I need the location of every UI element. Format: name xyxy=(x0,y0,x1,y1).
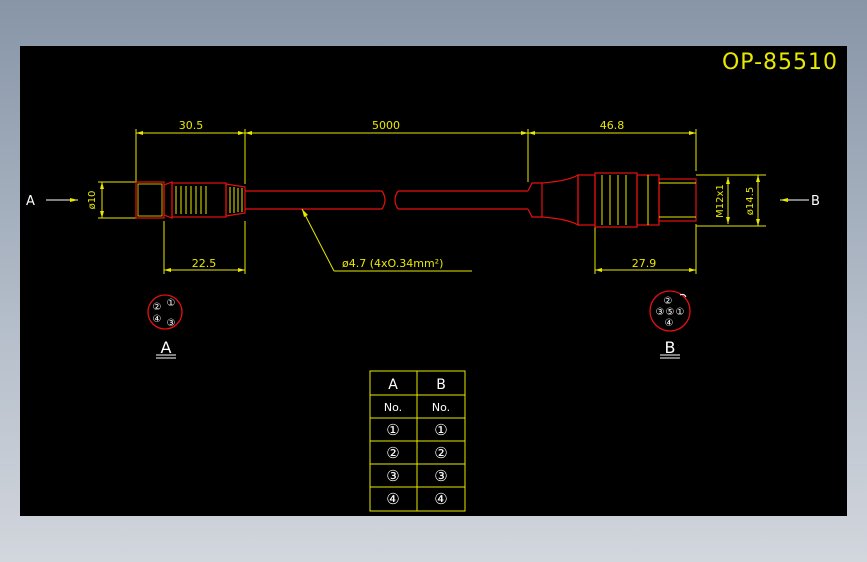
right-diameter-dims xyxy=(696,174,766,227)
table-cell: ② xyxy=(386,444,399,462)
dim-cable-length: 5000 xyxy=(372,119,400,132)
table-cell: ③ xyxy=(434,467,447,485)
pin-view-b-label: B xyxy=(665,338,676,357)
connector-a xyxy=(135,181,246,219)
table-cell: ④ xyxy=(434,490,447,508)
pin-view-a-label: A xyxy=(161,338,172,357)
dim-right-length: 46.8 xyxy=(600,119,625,132)
dim-right-diameter: ø14.5 xyxy=(745,187,756,215)
table-subheader-b: No. xyxy=(432,401,450,414)
table-header-b: B xyxy=(436,377,446,393)
dim-left-body: 22.5 xyxy=(192,257,217,270)
table-cell: ① xyxy=(434,421,447,439)
table-cell: ① xyxy=(386,421,399,439)
part-number: OP-85510 xyxy=(722,50,838,75)
pin-a-1: ① xyxy=(167,298,176,309)
pin-b-3: ③ xyxy=(656,307,665,318)
pin-b-2: ② xyxy=(664,296,673,307)
bottom-dimensions xyxy=(163,221,697,274)
cable xyxy=(245,190,528,210)
pin-view-b: ② ③ ⑤ ① ④ xyxy=(649,290,691,332)
pin-a-4: ④ xyxy=(153,314,162,325)
left-diameter-dim xyxy=(98,181,136,219)
connector-b xyxy=(527,172,697,228)
table-header-a: A xyxy=(388,377,398,393)
pin-b-4: ④ xyxy=(665,318,674,329)
cable-spec: ø4.7 (4xO.34mm²) xyxy=(342,257,443,270)
pin-a-3: ③ xyxy=(167,318,176,329)
cable-drawing: OP-85510 30.5 5000 46.8 22.5 27.9 xyxy=(26,50,838,512)
table-subheader-a: No. xyxy=(384,401,402,414)
dim-left-diameter: ø10 xyxy=(87,191,98,210)
end-label-a: A xyxy=(26,194,35,209)
pin-b-5: ⑤ xyxy=(666,307,675,318)
end-label-b: B xyxy=(811,194,820,209)
pin-view-a: ② ① ④ ③ xyxy=(147,294,183,330)
table-cell: ④ xyxy=(386,490,399,508)
dim-left-length: 30.5 xyxy=(179,119,204,132)
top-dimensions xyxy=(135,129,697,184)
drawing-canvas: OP-85510 30.5 5000 46.8 22.5 27.9 xyxy=(20,46,847,516)
pin-b-1: ① xyxy=(676,307,685,318)
table-cell: ② xyxy=(434,444,447,462)
dim-right-body: 27.9 xyxy=(632,257,657,270)
dim-thread: M12x1 xyxy=(715,184,726,218)
table-cell: ③ xyxy=(386,467,399,485)
pin-a-2: ② xyxy=(153,302,162,313)
pin-table xyxy=(369,370,466,512)
